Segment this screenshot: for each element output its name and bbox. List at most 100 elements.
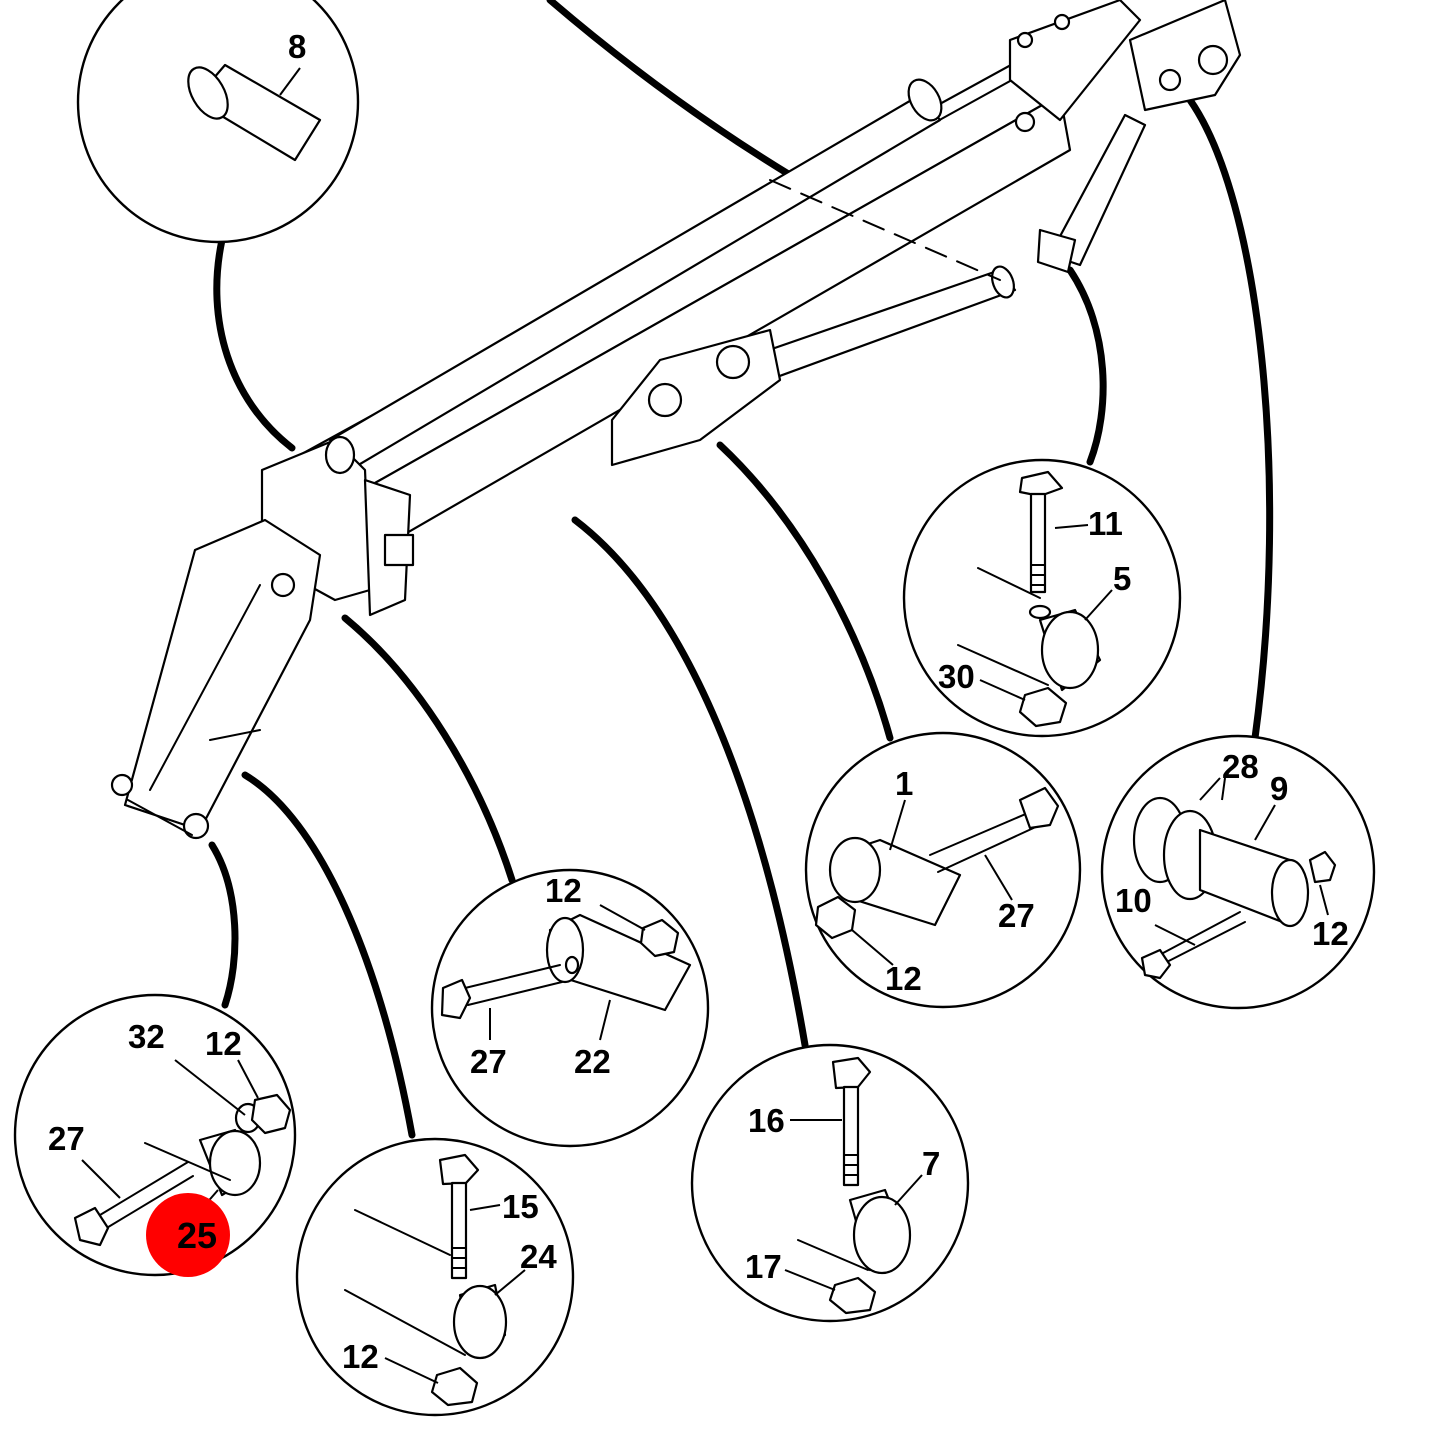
leader-12e	[384, 1357, 439, 1384]
bolt-shank-15	[450, 1181, 468, 1280]
detail-circle-22	[430, 868, 710, 1148]
label-27a: 27	[998, 897, 1035, 934]
plate-hole-2	[1158, 68, 1182, 92]
leader-12b	[1319, 884, 1329, 916]
label-25: 25	[177, 1215, 217, 1256]
label-12e: 12	[342, 1338, 379, 1375]
label-10: 10	[1115, 882, 1152, 919]
leader-27c	[81, 1159, 121, 1199]
nut-12d	[250, 1093, 292, 1135]
detail-16: 16 7 17	[690, 1043, 970, 1323]
label-12a: 12	[885, 960, 922, 997]
connector-detail-8	[213, 236, 296, 452]
front-arm	[123, 518, 322, 832]
leader-12c	[599, 904, 646, 931]
nut-17	[828, 1276, 877, 1315]
leader-30	[979, 679, 1026, 701]
detail-circle-8	[76, 0, 360, 244]
small-cylinder-clevis	[1036, 228, 1077, 274]
dashed-centerline	[769, 179, 1001, 281]
label-12b: 12	[1312, 915, 1349, 952]
connector-top-dashed	[546, 0, 794, 179]
connector-curves	[208, 0, 1274, 1139]
loader-arm-assembly	[110, 0, 1242, 840]
label-12c: 12	[545, 872, 582, 909]
pin-end-1	[828, 836, 882, 904]
detail-8: 8	[76, 0, 360, 244]
leader-28b	[1221, 777, 1226, 801]
detail-32: 32 12 27 25	[13, 993, 297, 1277]
pin-body-line-24b	[344, 1289, 466, 1356]
bracket-hole-3	[1014, 111, 1036, 133]
label-11: 11	[1088, 505, 1123, 542]
pin-end-5	[1040, 610, 1100, 690]
pivot-slot	[383, 533, 415, 567]
connector-detail-12	[341, 614, 516, 884]
detail-11: 11 5 30	[902, 458, 1182, 738]
label-32: 32	[128, 1018, 165, 1055]
label-9: 9	[1270, 770, 1288, 807]
leader-22	[599, 999, 611, 1041]
pin-body-line-24a	[354, 1209, 451, 1256]
head-bracket	[1008, 0, 1142, 122]
bolt-27c-lower	[99, 1175, 194, 1233]
foot-bar	[127, 799, 193, 836]
mid-bracket-hole-1	[647, 382, 683, 418]
label-8: 8	[288, 28, 306, 65]
bolt-head-27b	[440, 978, 472, 1020]
leader-1	[889, 799, 906, 851]
leader-28a	[1199, 777, 1221, 801]
bracket-hole-1	[1016, 31, 1034, 49]
bolt-head-15	[438, 1153, 480, 1186]
detail-28: 28 9 10 12	[1100, 734, 1376, 1010]
detail-1: 1 27 12	[804, 731, 1082, 1009]
leader-9	[1254, 804, 1276, 841]
detail-22: 12 27 22	[430, 868, 710, 1148]
nut-12b	[1308, 850, 1337, 884]
connector-detail-16	[571, 516, 809, 1049]
bolt-27b-upper	[464, 964, 561, 989]
label-7: 7	[922, 1145, 940, 1182]
label-27c: 27	[48, 1120, 85, 1157]
pin-hole-5	[1028, 604, 1052, 620]
leader-32	[174, 1059, 246, 1116]
lower-cylinder-end	[991, 265, 1015, 299]
right-plate	[1128, 0, 1242, 112]
front-arm-hole	[270, 572, 296, 598]
label-27b: 27	[470, 1043, 507, 1080]
plate-hole-1	[1197, 44, 1229, 76]
label-15: 15	[502, 1188, 539, 1225]
bolt-head-10	[1140, 948, 1172, 980]
connector-detail-32	[208, 841, 239, 1009]
pin-end-9	[1270, 858, 1310, 928]
nut-12c	[639, 918, 680, 958]
front-arm-rib	[209, 729, 261, 741]
leader-5	[1084, 589, 1113, 621]
connector-detail-28	[1186, 96, 1274, 742]
pivot-pin	[324, 435, 356, 475]
detail-circle-32	[13, 993, 297, 1277]
highlight-marker-25	[146, 1193, 230, 1277]
pin-end-7	[852, 1195, 912, 1275]
detail-circle-15	[295, 1137, 575, 1417]
bolt-10-upper	[1149, 911, 1241, 961]
pin-body-line-5b	[957, 644, 1049, 686]
nut-30	[1018, 686, 1068, 728]
pin-hole-22	[564, 955, 580, 975]
label-5: 5	[1113, 560, 1131, 597]
label-30: 30	[938, 658, 975, 695]
label-12d: 12	[205, 1025, 242, 1062]
leader-7	[894, 1174, 923, 1206]
bolt-10-lower	[1154, 921, 1246, 969]
bolt-27a-lower	[937, 824, 1041, 873]
nut-12e	[430, 1366, 479, 1407]
pin-body-line-7	[797, 1239, 869, 1271]
pin-end-24	[452, 1284, 508, 1360]
label-22: 22	[574, 1043, 611, 1080]
mid-bracket-hole-2	[715, 344, 751, 380]
leader-11	[1054, 524, 1089, 529]
label-1: 1	[895, 765, 913, 802]
detail-15: 15 24 12	[295, 1137, 575, 1417]
